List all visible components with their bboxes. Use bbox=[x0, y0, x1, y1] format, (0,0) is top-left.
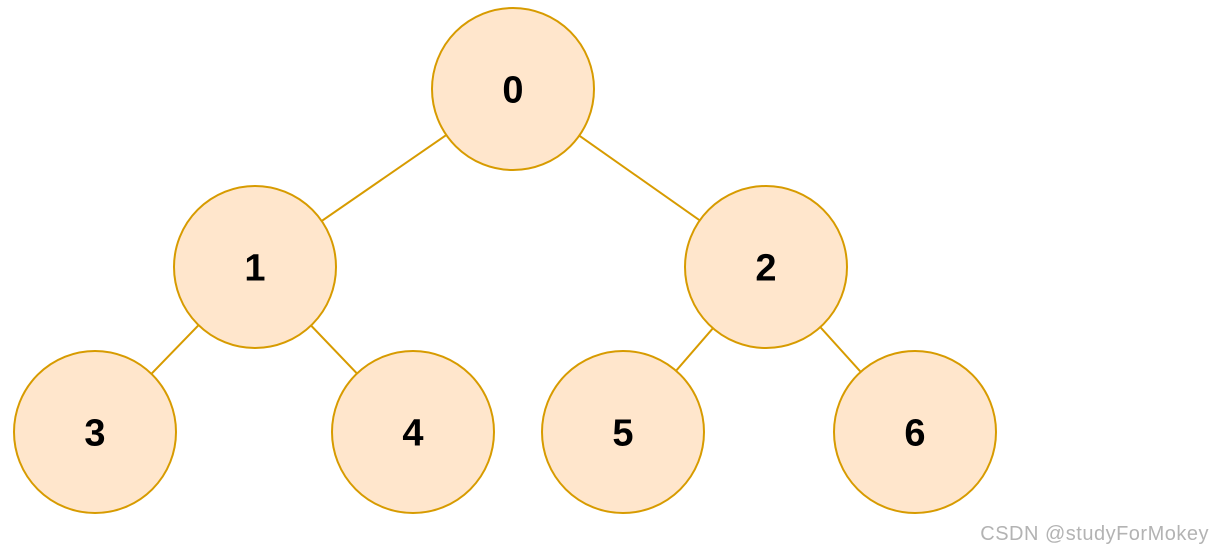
node-label-2: 2 bbox=[755, 247, 776, 289]
node-circle-0 bbox=[431, 7, 595, 171]
node-label-0: 0 bbox=[502, 69, 523, 111]
nodes-layer: 0 1 2 3 4 5 6 bbox=[13, 7, 997, 514]
tree-node-3: 3 bbox=[13, 350, 177, 514]
node-circle-6 bbox=[833, 350, 997, 514]
tree-node-2: 2 bbox=[684, 185, 848, 349]
node-label-5: 5 bbox=[612, 412, 633, 454]
tree-node-4: 4 bbox=[331, 350, 495, 514]
tree-node-5: 5 bbox=[541, 350, 705, 514]
watermark: CSDN @studyForMokey bbox=[980, 523, 1209, 545]
node-label-4: 4 bbox=[402, 412, 423, 454]
node-circle-3 bbox=[13, 350, 177, 514]
node-circle-4 bbox=[331, 350, 495, 514]
node-circle-5 bbox=[541, 350, 705, 514]
tree-node-6: 6 bbox=[833, 350, 997, 514]
tree-node-1: 1 bbox=[173, 185, 337, 349]
node-label-3: 3 bbox=[84, 412, 105, 454]
node-circle-1 bbox=[173, 185, 337, 349]
node-label-1: 1 bbox=[244, 247, 265, 289]
node-circle-2 bbox=[684, 185, 848, 349]
node-label-6: 6 bbox=[904, 412, 925, 454]
tree-node-0: 0 bbox=[431, 7, 595, 171]
